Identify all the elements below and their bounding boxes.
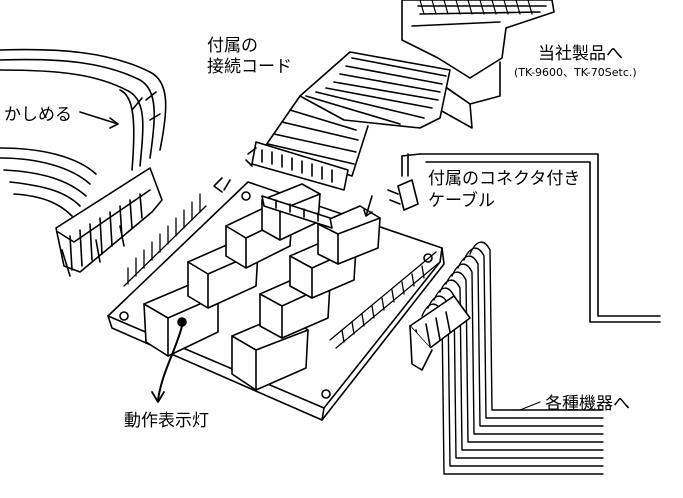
- indicator-led-arrow: [151, 317, 187, 403]
- product-models-label: (TK-9600、TK-70Setc.): [514, 66, 637, 79]
- ribbon-cable: [245, 51, 451, 191]
- crimp-wires: [0, 48, 167, 217]
- connector-cable: [387, 153, 661, 323]
- board-header: [213, 177, 373, 229]
- crimp-connector-housing: [55, 167, 163, 277]
- device-wires: [421, 241, 604, 475]
- connector-cable-label-line2: ケーブル: [428, 191, 495, 211]
- relay-blocks: [143, 183, 381, 391]
- left-header-pins: [123, 193, 207, 287]
- device-connector: [409, 295, 471, 371]
- crimp-arrow: [79, 111, 119, 129]
- devices-label: 各種機器へ: [545, 394, 630, 414]
- indicator-lamp-label: 動作表示灯: [124, 411, 209, 431]
- right-terminal-strip: [329, 251, 441, 349]
- devices-arrow: [519, 401, 541, 411]
- connection-cable-label: 付属の 接続コード: [207, 36, 292, 78]
- connector-cable-label: 付属のコネクタ付き ケーブル: [428, 168, 580, 212]
- connector-cable-label-line1: 付属のコネクタ付き: [428, 169, 581, 189]
- connection-cable-label-line2: 接続コード: [207, 57, 292, 77]
- connection-cable-label-line1: 付属の: [207, 36, 258, 56]
- product-label: 当社製品へ: [538, 44, 623, 64]
- crimp-label: かしめる: [4, 105, 72, 125]
